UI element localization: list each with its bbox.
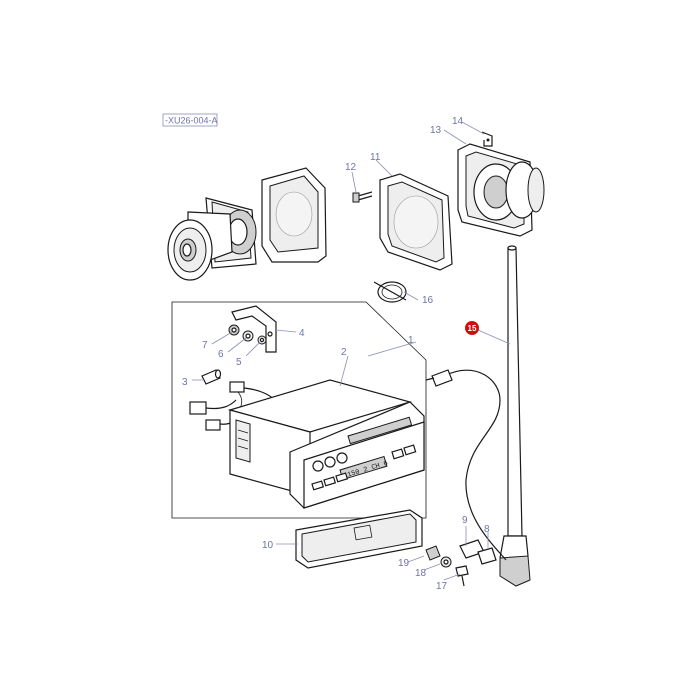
radio-unit: 1150 2 CH 6 xyxy=(227,379,425,509)
highlight-dot xyxy=(465,321,479,335)
callout-8: 8 xyxy=(484,524,490,535)
callout-14: 14 xyxy=(452,116,464,127)
callout-9: 9 xyxy=(462,515,468,526)
leader-lines xyxy=(192,121,511,581)
fasteners-17-18-19 xyxy=(425,545,469,587)
callout-16: 16 xyxy=(422,295,434,306)
fasteners-5-6-7 xyxy=(228,324,267,345)
cable-tie-16 xyxy=(373,281,407,303)
callout-17: 17 xyxy=(436,581,448,592)
callout-6: 6 xyxy=(218,349,224,360)
callout-1: 1 xyxy=(408,335,414,346)
callout-5: 5 xyxy=(236,357,242,368)
antenna-15 xyxy=(425,245,531,587)
callout-2: 2 xyxy=(341,347,347,358)
face-plate-10 xyxy=(295,509,423,569)
reference-code-text: -XU26-004-A xyxy=(165,116,218,126)
clip-14 xyxy=(481,131,493,147)
callout-3: 3 xyxy=(182,377,188,388)
callout-11: 11 xyxy=(370,152,381,163)
callout-numbers: 1 2 3 4 5 6 7 8 9 10 11 12 13 14 15 16 1… xyxy=(182,116,490,592)
wiring-harness xyxy=(189,381,277,431)
callout-7: 7 xyxy=(202,340,208,351)
screw-12 xyxy=(352,191,373,203)
mounting-parts-8-9 xyxy=(459,539,497,565)
callout-18: 18 xyxy=(415,568,427,579)
left-speaker-grille xyxy=(261,167,327,263)
speaker-grille-11 xyxy=(379,173,453,271)
callout-19: 19 xyxy=(398,558,410,569)
bracket-4 xyxy=(231,305,277,353)
callout-15-highlight: 15 xyxy=(465,321,479,335)
speaker-13 xyxy=(457,143,545,237)
radio-assembly-frame xyxy=(171,301,427,519)
callout-10: 10 xyxy=(262,540,274,551)
callout-12: 12 xyxy=(345,162,357,173)
callout-4: 4 xyxy=(299,328,305,339)
reference-code-label: -XU26-004-A xyxy=(162,113,218,127)
pin-3 xyxy=(201,369,222,385)
left-speaker-driver xyxy=(167,197,257,281)
callout-15: 15 xyxy=(468,324,477,333)
callout-13: 13 xyxy=(430,125,442,136)
